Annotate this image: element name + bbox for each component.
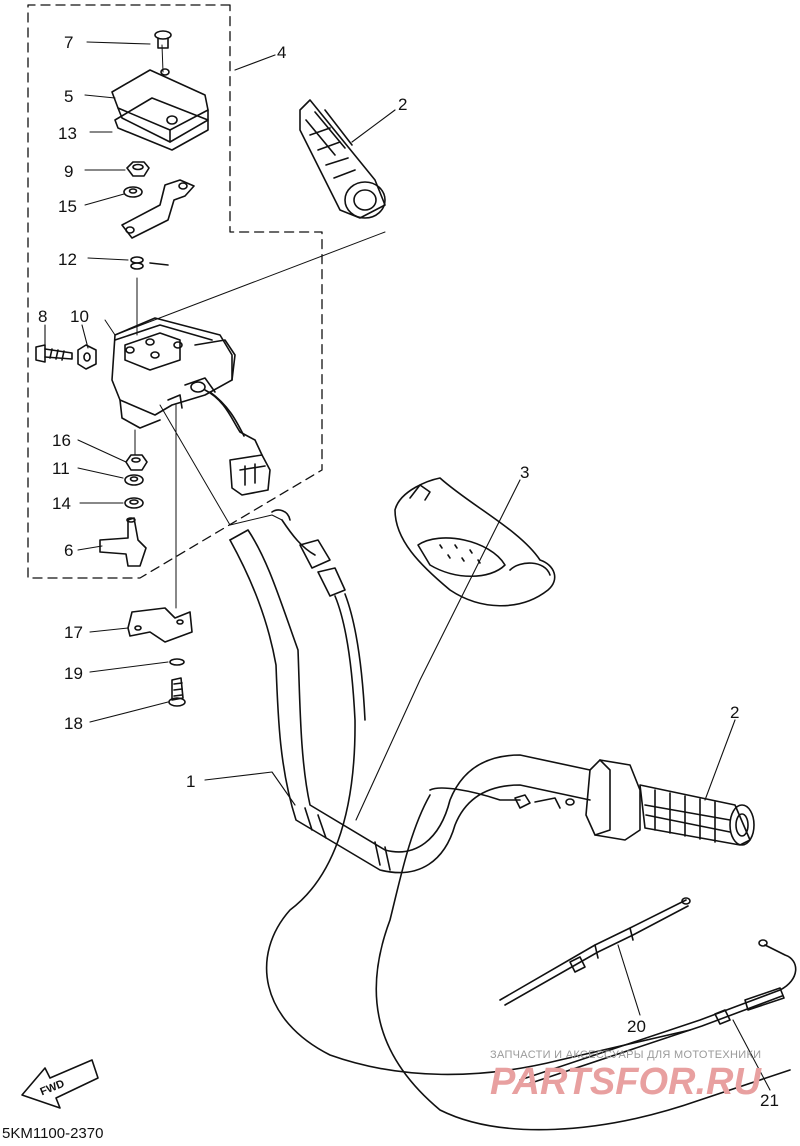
callout-21: 21 [760,1091,779,1110]
right-switch-housing [514,759,641,841]
callout-15: 15 [58,197,77,216]
alignment-lines [104,44,386,609]
assembly-box-outline [27,4,323,579]
washer-15 [123,186,143,198]
hand-guard-3 [394,477,556,607]
callout-14: 14 [52,494,71,513]
cable-20 [499,897,691,1006]
washer-14 [124,497,144,509]
callout-labels: 7 5 13 9 15 12 8 10 16 11 14 6 17 19 18 … [2,33,779,1142]
callout-16: 16 [52,431,71,450]
cable-21 [519,939,797,1087]
throttle-lever-6 [99,517,147,567]
callout-12: 12 [58,250,77,269]
nut-10 [77,344,97,370]
callout-2-right: 2 [730,703,739,722]
callout-13: 13 [58,124,77,143]
washer-11 [124,474,144,486]
wire-harness [204,389,271,496]
callout-1: 1 [186,772,195,791]
grip-2-right [639,784,755,846]
washer-19 [169,658,185,666]
nut-16 [125,454,148,471]
switch-cover-5 [111,68,209,143]
grip-2-top [299,99,386,219]
callout-3: 3 [520,463,529,482]
callout-8: 8 [38,307,47,326]
callout-5: 5 [64,87,73,106]
switch-housing-10 [111,317,236,429]
callout-20: 20 [627,1017,646,1036]
bolt-18 [168,677,186,707]
fwd-arrow-icon [21,1059,99,1109]
throttle-cable [265,509,791,1131]
watermark-logo: PARTSFOR.RU [490,1061,762,1103]
callout-19: 19 [64,664,83,683]
callout-6: 6 [64,541,73,560]
diagram-code: 5KM1100-2370 [2,1125,103,1141]
screw-7 [154,30,172,49]
callout-2-top: 2 [398,95,407,114]
leader-lines [44,41,771,1091]
bolt-8 [35,344,73,363]
watermark: ЗАПЧАСТИ И АКСЕССУАРЫ ДЛЯ МОТОТЕХНИКИ PA… [490,1049,762,1103]
callout-18: 18 [64,714,83,733]
callout-10: 10 [70,307,89,326]
clamp-17 [127,607,193,643]
watermark-tagline: ЗАПЧАСТИ И АКСЕССУАРЫ ДЛЯ МОТОТЕХНИКИ [490,1049,761,1061]
spring-12 [130,256,169,270]
nut-9 [126,161,150,177]
gasket-13 [114,97,209,151]
callout-9: 9 [64,162,73,181]
callout-17: 17 [64,623,83,642]
callout-4: 4 [277,43,286,62]
handlebar-1 [229,529,591,874]
callout-11: 11 [52,459,70,478]
callout-7: 7 [64,33,73,52]
bracket [121,179,195,239]
